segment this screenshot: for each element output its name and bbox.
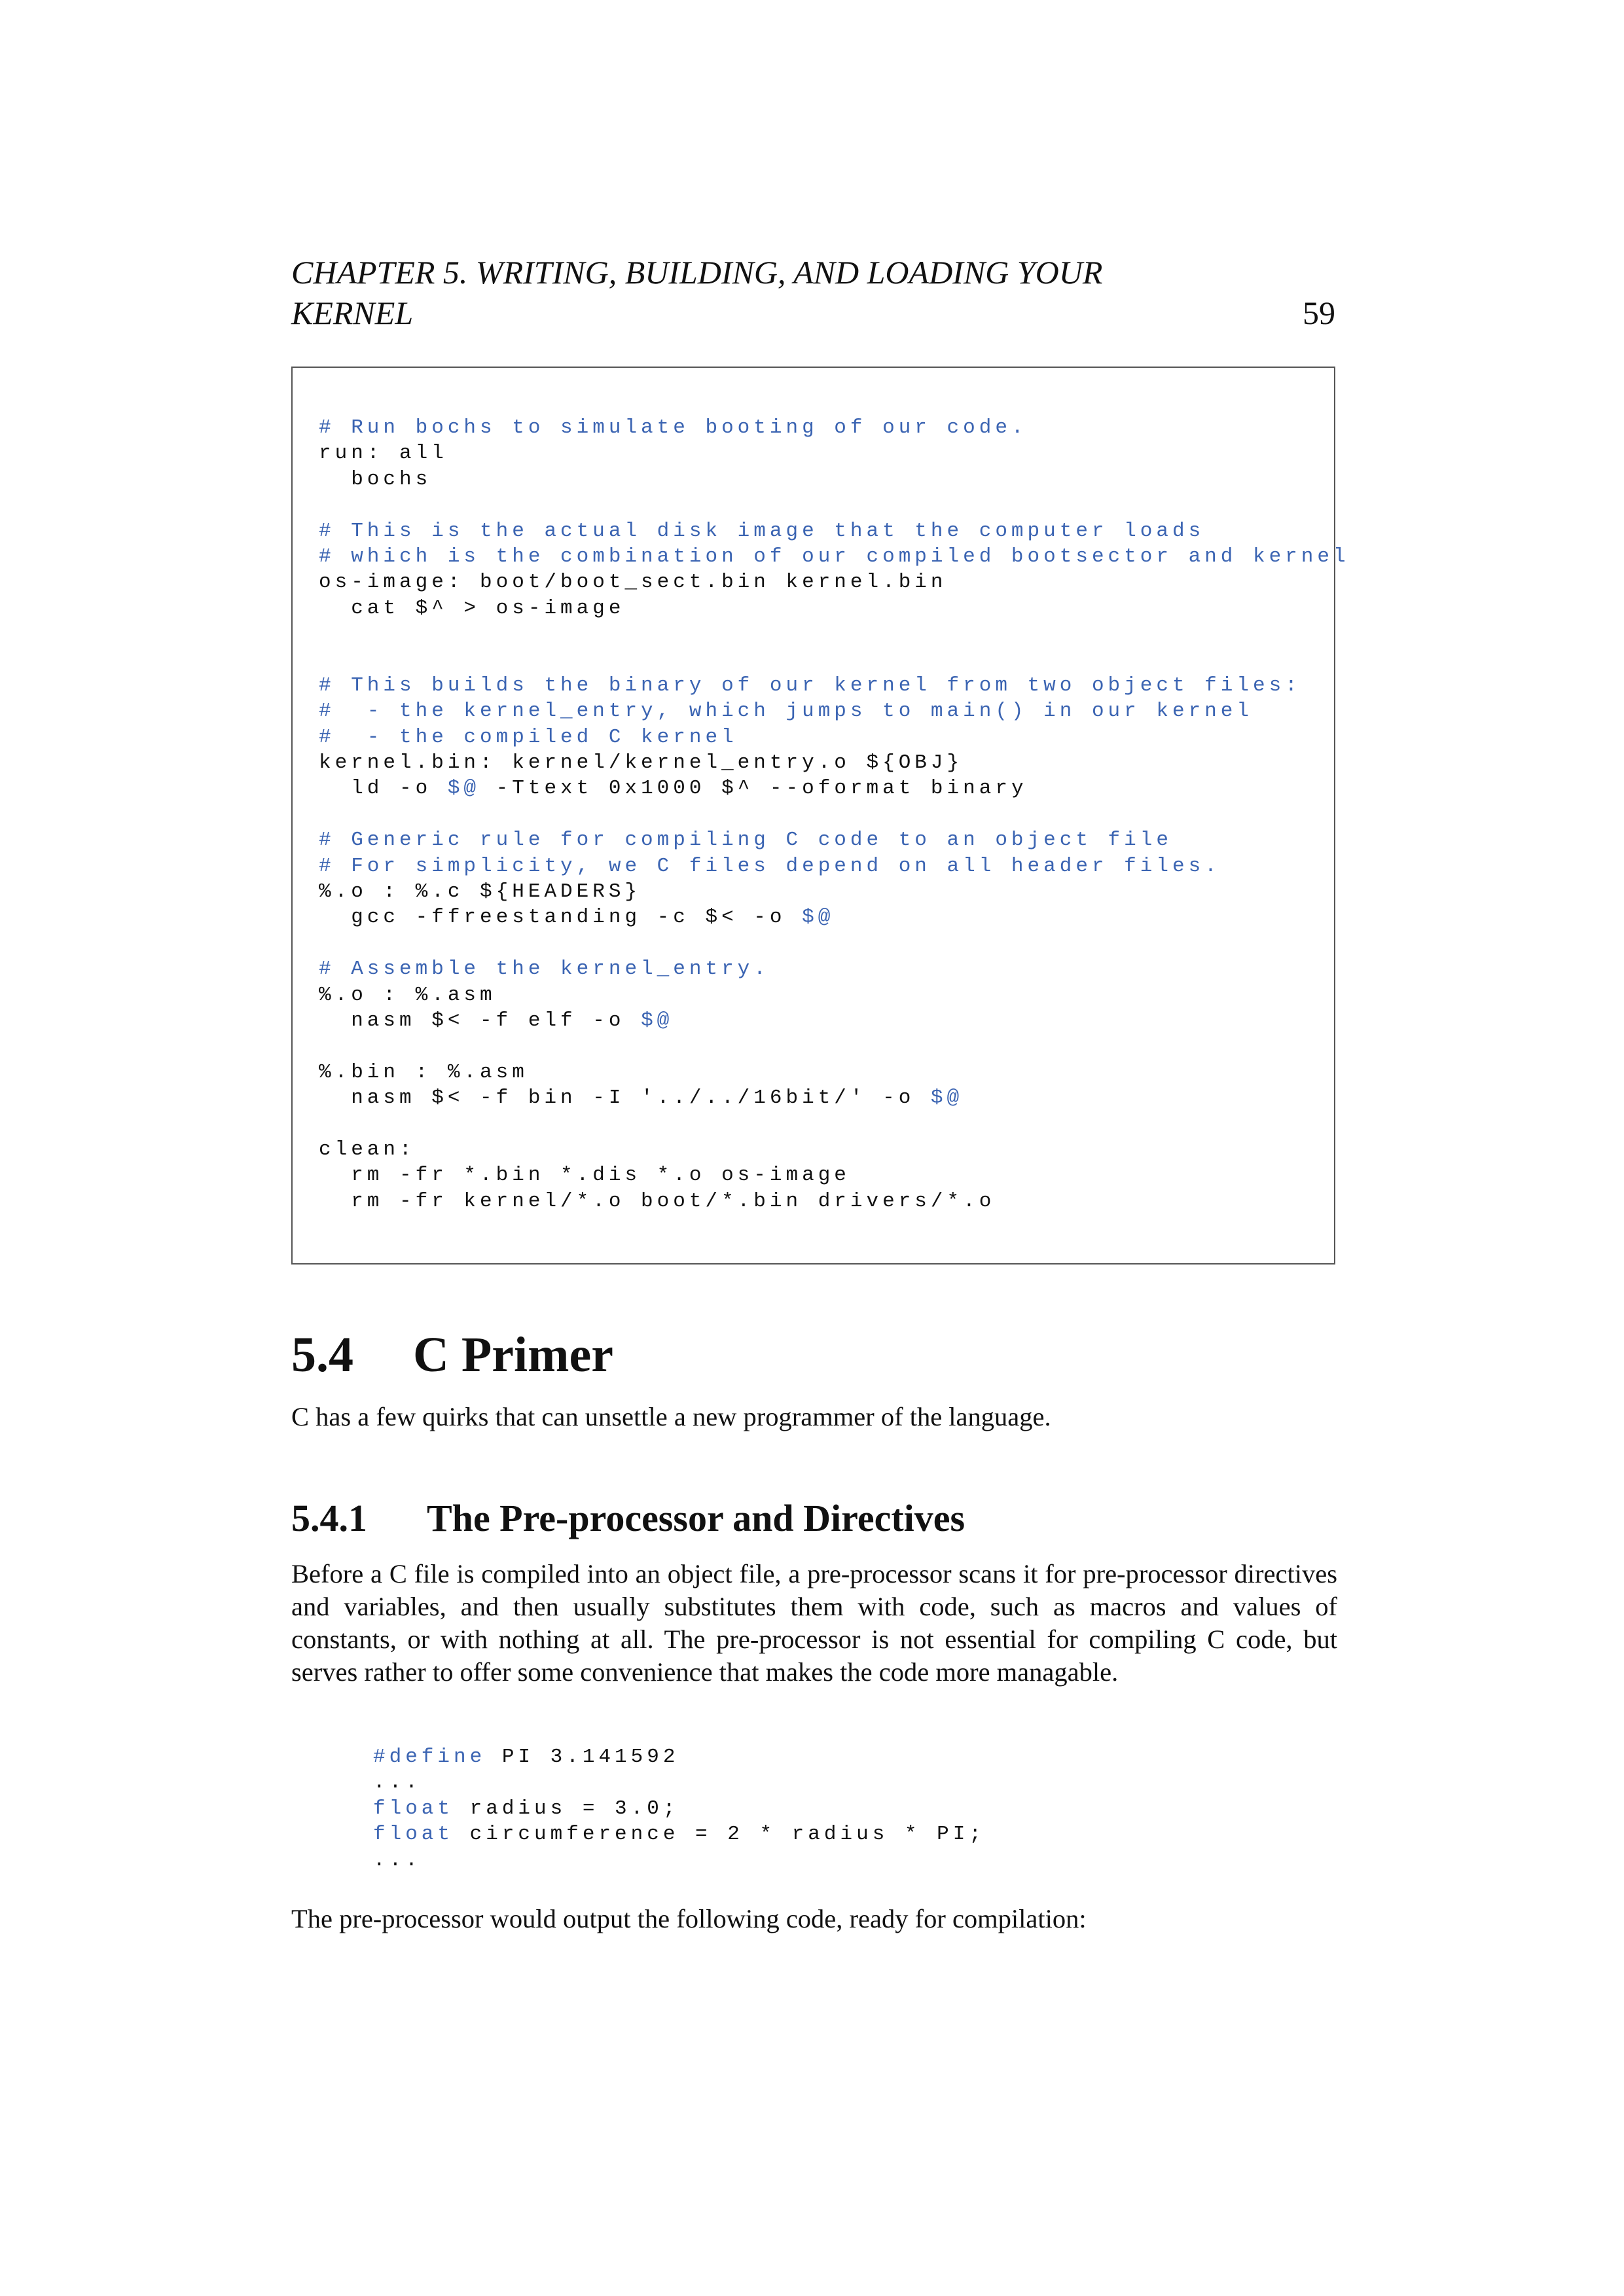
code-line: %.o : %.c ${HEADERS} (319, 880, 641, 904)
code-line: rm -fr kernel/*.o boot/*.bin drivers/*.o (319, 1189, 996, 1213)
example-code-line: float radius = 3.0; (373, 1797, 679, 1820)
closing-paragraph: The pre-processor would output the follo… (291, 1904, 1087, 1933)
code-line: nasm $< -f bin -I '../../16bit/' -o $@ (319, 1086, 964, 1110)
code-comment-line: # Generic rule for compiling C code to a… (319, 829, 1172, 852)
running-title-line1: CHAPTER 5. WRITING, BUILDING, AND LOADIN… (291, 254, 1103, 291)
example-code-line: float circumference = 2 * radius * PI; (373, 1823, 985, 1846)
code-line: kernel.bin: kernel/kernel_entry.o ${OBJ} (319, 751, 964, 775)
code-comment-line: # Assemble the kernel_entry. (319, 958, 770, 981)
code-line (319, 931, 1350, 956)
code-line: cat $^ > os-image (319, 596, 625, 620)
code-comment-line: # - the compiled C kernel (319, 725, 738, 749)
code-line: nasm $< -f elf -o $@ (319, 1009, 674, 1032)
code-line: clean: (319, 1138, 416, 1161)
code-comment-line: # which is the combination of our compil… (319, 545, 1350, 568)
code-line (319, 621, 1350, 647)
subsection-title: The Pre-processor and Directives (427, 1497, 965, 1539)
code-line (319, 492, 1350, 518)
code-line (319, 1111, 1350, 1137)
code-line: rm -fr *.bin *.dis *.o os-image (319, 1164, 850, 1187)
makefile-code-listing: # Run bochs to simulate booting of our c… (291, 367, 1346, 1265)
code-line: %.o : %.asm (319, 983, 496, 1007)
code-comment-line: # This builds the binary of our kernel f… (319, 673, 1301, 697)
subsection-body-paragraph: Before a C file is compiled into an obje… (291, 1559, 1337, 1687)
page-number: 59 (1303, 295, 1335, 331)
define-example-code: #define PI 3.141592...float radius = 3.0… (373, 1744, 985, 1873)
running-title-line2: KERNEL (291, 295, 414, 331)
code-comment-line: # This is the actual disk image that the… (319, 519, 1205, 543)
code-comment-line: # - the kernel_entry, which jumps to mai… (319, 700, 1253, 723)
section-heading: 5.4 C Primer (291, 1325, 613, 1384)
section-title: C Primer (413, 1327, 613, 1382)
code-line: os-image: boot/boot_sect.bin kernel.bin (319, 571, 947, 594)
example-code-line: ... (373, 1771, 422, 1795)
code-comment-line: # For simplicity, we C files depend on a… (319, 854, 1221, 878)
section-number: 5.4 (291, 1327, 353, 1382)
example-code-line: #define PI 3.141592 (373, 1746, 679, 1768)
code-line: gcc -ffreestanding -c $< -o $@ (319, 906, 835, 929)
section-intro-paragraph: C has a few quirks that can unsettle a n… (291, 1402, 1051, 1431)
subsection-number: 5.4.1 (291, 1497, 367, 1539)
code-line: ld -o $@ -Ttext 0x1000 $^ --oformat bina… (319, 777, 1028, 800)
example-code-line: ... (373, 1848, 422, 1872)
code-line: bochs (319, 467, 432, 491)
code-line (319, 802, 1350, 827)
makefile-code: # Run bochs to simulate booting of our c… (319, 415, 1350, 1214)
code-line (319, 1033, 1350, 1059)
subsection-heading: 5.4.1 The Pre-processor and Directives (291, 1496, 965, 1541)
running-header: CHAPTER 5. WRITING, BUILDING, AND LOADIN… (291, 252, 1339, 333)
code-line: run: all (319, 442, 448, 465)
code-line: %.bin : %.asm (319, 1060, 528, 1084)
code-line (319, 647, 1350, 673)
code-comment-line: # Run bochs to simulate booting of our c… (319, 416, 1028, 439)
